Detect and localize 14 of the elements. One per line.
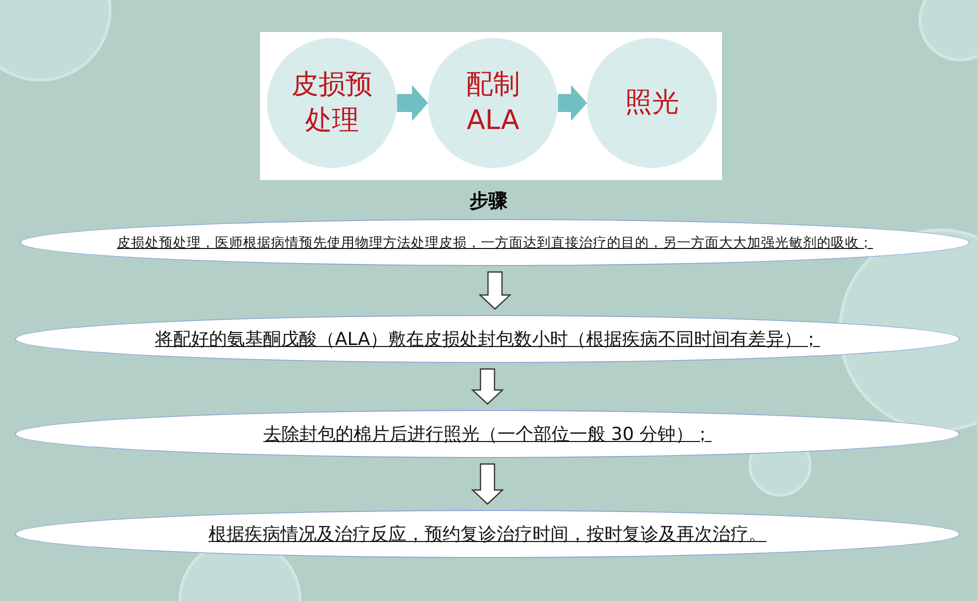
block-arrow [397, 85, 428, 121]
step-text: 配制ALA [464, 68, 521, 138]
block-arrow [470, 463, 504, 505]
step-text: 皮损预处理 [290, 68, 374, 138]
panel-background [260, 32, 722, 180]
step-text: 照光 [624, 86, 680, 120]
block-arrow [470, 368, 504, 405]
step-text: 去除封包的棉片后进行照光（一个部位一般 30 分钟）； [263, 423, 712, 446]
step-text: 根据疾病情况及治疗反应，预约复诊治疗时间，按时复诊及再次治疗。 [208, 523, 766, 546]
step-text: 将配好的氨基酮戊酸（ALA）敷在皮损处封包数小时（根据疾病不同时间有差异）； [154, 328, 820, 351]
block-arrow [478, 271, 512, 310]
block-arrow [558, 85, 587, 121]
step-text: 皮损处预处理，医师根据病情预先使用物理方法处理皮损，一方面达到直接治疗的目的，另一方面大大加强光敏剂的吸收； [117, 234, 873, 252]
heading: 步骤 [468, 189, 508, 214]
